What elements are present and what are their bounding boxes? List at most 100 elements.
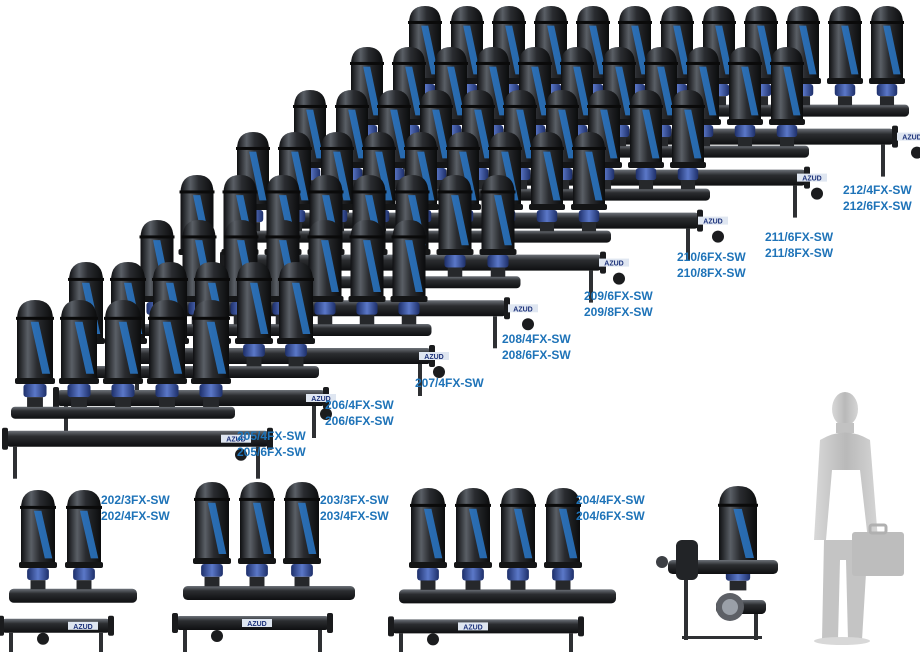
filter-stripe	[642, 109, 660, 159]
drain-valve	[522, 318, 534, 331]
filter-stripe	[432, 109, 450, 159]
filter-stripe	[375, 151, 393, 201]
disc-filter	[147, 300, 187, 407]
svg-text:AZUD: AZUD	[513, 306, 532, 313]
filter-stripe	[741, 66, 759, 116]
manifold-pipe	[5, 430, 270, 447]
filter-stripe	[33, 510, 53, 559]
disc-filter	[15, 300, 55, 407]
disc-filter	[717, 486, 759, 591]
brand-plate: AZUD	[458, 622, 488, 631]
filter-stripe	[684, 109, 702, 159]
filter-stripe	[451, 195, 469, 246]
support-leg	[312, 406, 316, 438]
filter-stripe	[249, 282, 269, 334]
filter-stripe	[333, 151, 351, 201]
support-leg	[793, 185, 797, 218]
disc-filter	[436, 175, 474, 277]
filter-stripe	[615, 66, 633, 116]
filter-stripe	[252, 502, 272, 554]
svg-text:AZUD: AZUD	[311, 396, 330, 403]
pipe-flange	[327, 613, 333, 633]
station-g205: AZUD	[2, 300, 273, 479]
businessman-silhouette	[814, 392, 904, 645]
station-g204: AZUD	[388, 488, 616, 652]
svg-text:AZUD: AZUD	[902, 135, 920, 142]
filter-stripe	[573, 66, 591, 116]
filter-stripe	[249, 151, 267, 201]
pipe-flange	[2, 427, 8, 450]
brand-plate: AZUD	[242, 619, 272, 628]
station-g203: AZUD	[172, 482, 355, 652]
disc-filter	[59, 300, 99, 407]
brand-plate: AZUD	[306, 394, 336, 403]
filter-stripe	[390, 109, 408, 159]
disc-filter	[628, 90, 664, 190]
support-leg	[569, 633, 573, 652]
drain-valve	[37, 632, 49, 645]
filter-stripe	[348, 109, 366, 159]
filter-stripe	[306, 109, 324, 159]
filter-stripe	[516, 109, 534, 159]
disc-filter	[479, 175, 517, 277]
disc-filter	[306, 220, 344, 325]
brand-plate: AZUD	[221, 434, 251, 444]
filter-stripe	[417, 151, 435, 201]
pipe-flange	[504, 297, 510, 320]
svg-text:AZUD: AZUD	[424, 354, 443, 361]
filter-stripe	[600, 109, 618, 159]
filter-stripe	[79, 510, 99, 559]
disc-filter	[238, 482, 276, 587]
disc-filter	[19, 490, 57, 590]
station-g202: AZUD	[0, 490, 137, 652]
filter-stripe	[489, 66, 507, 116]
disc-filter	[283, 482, 321, 587]
drain-valve	[211, 630, 223, 642]
drain-valve	[811, 187, 823, 200]
filter-stripe	[494, 195, 512, 246]
brand-plate: AZUD	[68, 621, 98, 631]
support-leg	[686, 228, 690, 261]
support-leg	[64, 406, 68, 438]
filter-stripe	[321, 240, 339, 292]
disc-filter	[103, 300, 143, 407]
filter-stripe	[405, 66, 423, 116]
filter-stripe	[207, 502, 227, 554]
svg-text:AZUD: AZUD	[247, 621, 266, 628]
filter-stripe	[405, 240, 423, 292]
disc-filter	[571, 132, 607, 232]
disc-filter	[670, 90, 706, 190]
support-leg	[256, 446, 260, 479]
support-leg	[493, 316, 497, 349]
disc-filter	[193, 482, 231, 587]
brand-plate: AZUD	[698, 216, 728, 226]
filter-stripe	[291, 282, 311, 334]
filter-stripe	[543, 151, 561, 201]
backwash-valve	[676, 540, 698, 580]
drain-valve	[712, 230, 724, 243]
drain-valve	[433, 366, 445, 378]
filter-stripe	[363, 66, 381, 116]
filter-stripe	[474, 109, 492, 159]
brand-plate: AZUD	[599, 258, 629, 268]
disc-filter	[769, 47, 805, 147]
manifold-pipe	[399, 589, 616, 604]
disc-filter	[727, 47, 763, 147]
single-filter-unit	[656, 486, 778, 640]
svg-text:AZUD: AZUD	[703, 219, 722, 226]
support-leg	[684, 580, 688, 640]
support-leg	[13, 446, 17, 479]
pipe-flange	[108, 615, 114, 636]
filter-stripe	[783, 66, 801, 116]
disc-filter	[499, 488, 537, 590]
drain-valve	[613, 272, 625, 285]
pipe-flange	[53, 387, 59, 409]
